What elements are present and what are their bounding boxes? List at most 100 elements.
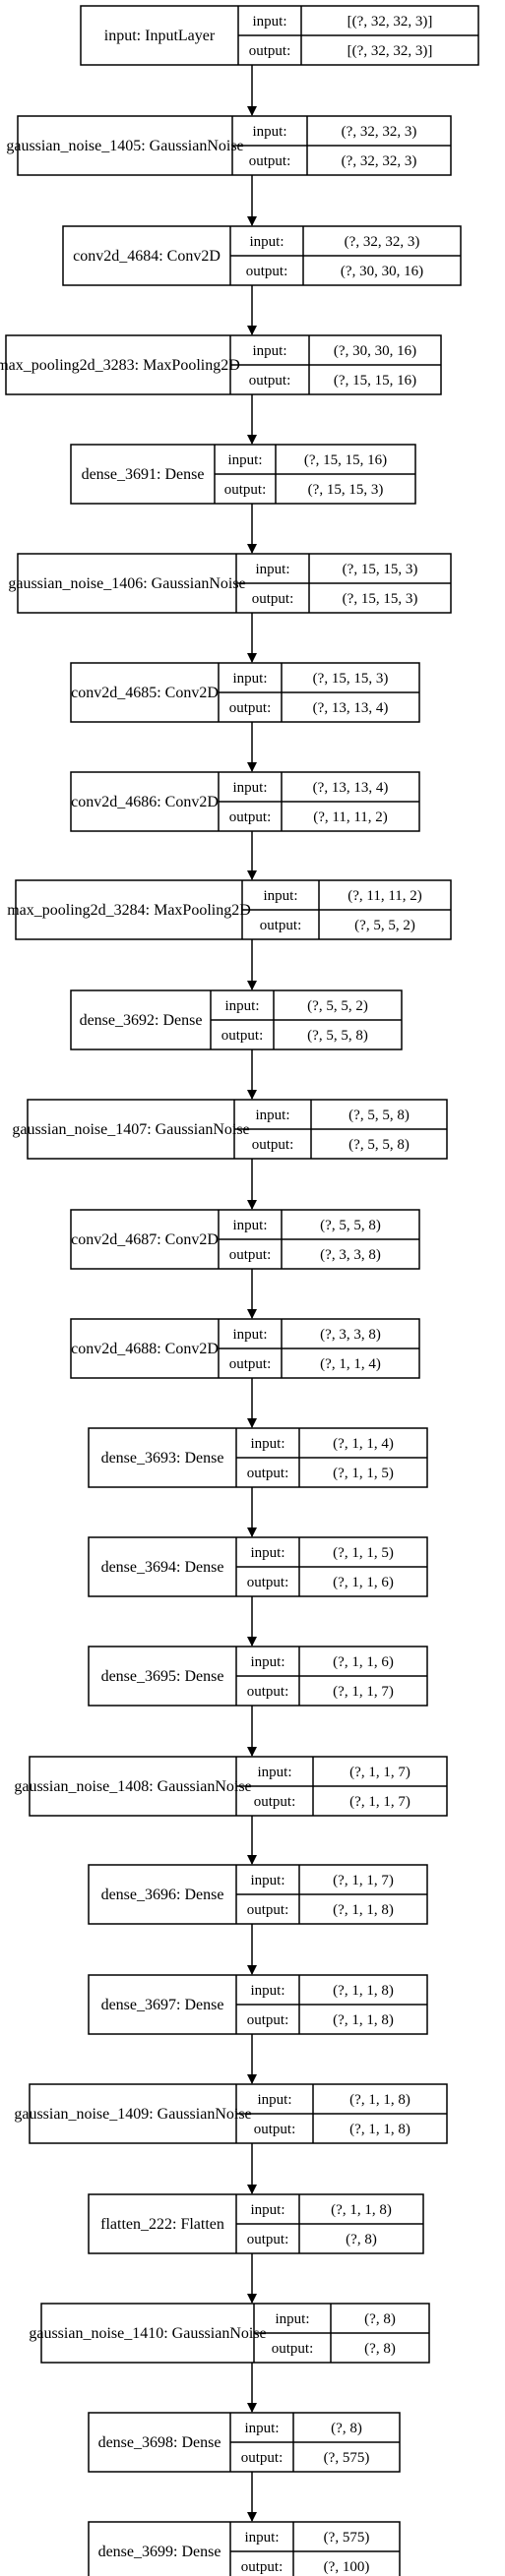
input-label: input: xyxy=(250,2202,284,2218)
layer-name: gaussian_noise_1409: GaussianNoise xyxy=(14,2106,251,2123)
output-shape: (?, 11, 11, 2) xyxy=(313,809,388,825)
output-shape: (?, 8) xyxy=(346,2232,377,2247)
output-shape: (?, 1, 1, 8) xyxy=(333,2012,394,2028)
layer-name: dense_3694: Dense xyxy=(101,1559,224,1576)
output-shape: (?, 5, 5, 8) xyxy=(348,1137,410,1153)
output-shape: (?, 15, 15, 3) xyxy=(343,591,418,607)
output-label: output: xyxy=(247,1575,289,1590)
output-label: output: xyxy=(254,2122,296,2137)
output-label: output: xyxy=(249,373,291,389)
layer-name: conv2d_4688: Conv2D xyxy=(71,1341,219,1357)
input-label: input: xyxy=(244,2530,279,2546)
output-shape: (?, 13, 13, 4) xyxy=(313,700,389,716)
input-label: input: xyxy=(255,562,289,577)
output-shape: (?, 30, 30, 16) xyxy=(341,264,423,279)
layer-name: dense_3695: Dense xyxy=(101,1668,224,1685)
output-label: output: xyxy=(229,1247,272,1263)
output-label: output: xyxy=(252,591,294,607)
output-shape: (?, 1, 1, 8) xyxy=(333,1902,394,1918)
input-shape: (?, 30, 30, 16) xyxy=(334,343,416,359)
layer-node: max_pooling2d_3283: MaxPooling2Dinput:ou… xyxy=(0,334,442,395)
input-shape: (?, 13, 13, 4) xyxy=(313,780,389,796)
output-label: output: xyxy=(272,2341,314,2357)
layer-name: gaussian_noise_1405: GaussianNoise xyxy=(6,138,243,154)
output-shape: (?, 32, 32, 3) xyxy=(342,153,417,169)
output-label: output: xyxy=(260,918,302,933)
input-shape: (?, 1, 1, 4) xyxy=(333,1436,394,1452)
layer-name: dense_3693: Dense xyxy=(101,1450,224,1467)
output-shape: (?, 5, 5, 8) xyxy=(307,1028,368,1044)
layer-name: conv2d_4684: Conv2D xyxy=(73,248,221,265)
layer-name: gaussian_noise_1408: GaussianNoise xyxy=(14,1778,251,1795)
input-label: input: xyxy=(224,998,259,1014)
output-shape: (?, 15, 15, 3) xyxy=(308,482,384,498)
input-shape: (?, 575) xyxy=(324,2530,370,2546)
output-label: output: xyxy=(254,1794,296,1810)
input-label: input: xyxy=(232,780,267,796)
input-shape: (?, 15, 15, 3) xyxy=(313,671,389,687)
input-shape: (?, 5, 5, 8) xyxy=(320,1218,381,1233)
input-shape: [(?, 32, 32, 3)] xyxy=(347,14,433,30)
input-shape: (?, 1, 1, 8) xyxy=(331,2202,392,2218)
input-shape: (?, 5, 5, 2) xyxy=(307,998,368,1014)
output-label: output: xyxy=(247,1902,289,1918)
input-shape: (?, 1, 1, 6) xyxy=(333,1654,394,1670)
output-label: output: xyxy=(246,264,288,279)
input-shape: (?, 1, 1, 7) xyxy=(349,1765,410,1780)
output-shape: (?, 575) xyxy=(324,2450,370,2466)
input-label: input: xyxy=(250,1654,284,1670)
layer-name: gaussian_noise_1406: GaussianNoise xyxy=(8,575,245,592)
input-shape: (?, 3, 3, 8) xyxy=(320,1327,381,1343)
output-shape: (?, 1, 1, 8) xyxy=(349,2122,410,2137)
layer-node: dense_3694: Dense input: output: (?, 1, 1, … xyxy=(88,1536,428,1597)
output-label: output: xyxy=(247,1466,289,1481)
input-label: input: xyxy=(263,888,297,904)
input-shape: (?, 1, 1, 8) xyxy=(349,2092,410,2108)
input-label: input: xyxy=(257,1765,291,1780)
output-label: output: xyxy=(229,809,272,825)
input-label: input: xyxy=(250,1983,284,1999)
output-label: output: xyxy=(241,2559,284,2575)
output-shape: (?, 1, 1, 7) xyxy=(333,1684,394,1700)
layer-name: max_pooling2d_3284: MaxPooling2D xyxy=(7,902,251,919)
layer-node: gaussian_noise_1409: GaussianNoiseinput:… xyxy=(14,2083,448,2144)
output-shape: (?, 100) xyxy=(324,2559,370,2575)
input-label: input: xyxy=(250,1545,284,1561)
input-label: input: xyxy=(232,1327,267,1343)
input-label: input: xyxy=(249,234,284,250)
layer-name: dense_3698: Dense xyxy=(98,2434,221,2451)
output-label: output: xyxy=(252,1137,294,1153)
output-shape: [(?, 32, 32, 3)] xyxy=(347,43,433,59)
input-shape: (?, 15, 15, 16) xyxy=(304,452,387,468)
input-shape: (?, 1, 1, 7) xyxy=(333,1873,394,1888)
layer-name: dense_3691: Dense xyxy=(82,466,205,483)
output-shape: (?, 3, 3, 8) xyxy=(320,1247,381,1263)
input-label: input: xyxy=(250,1873,284,1888)
input-shape: (?, 1, 1, 8) xyxy=(333,1983,394,1999)
layer-node: gaussian_noise_1405: GaussianNoiseinput:… xyxy=(6,115,452,176)
output-label: output: xyxy=(229,700,272,716)
output-shape: (?, 1, 1, 6) xyxy=(333,1575,394,1590)
layer-node: max_pooling2d_3284: MaxPooling2D input: ou… xyxy=(7,879,452,940)
input-label: input: xyxy=(252,14,286,30)
input-shape: (?, 32, 32, 3) xyxy=(345,234,420,250)
layer-node: gaussian_noise_1406: GaussianNoise input:… xyxy=(8,553,452,614)
layer-name: conv2d_4686: Conv2D xyxy=(71,794,219,810)
input-shape: (?, 32, 32, 3) xyxy=(342,124,417,140)
layer-node: conv2d_4686: Conv2D input: output: (?, 13, … xyxy=(70,771,420,832)
input-label: input: xyxy=(227,452,262,468)
input-shape: (?, 11, 11, 2) xyxy=(347,888,422,904)
output-label: output: xyxy=(241,2450,284,2466)
